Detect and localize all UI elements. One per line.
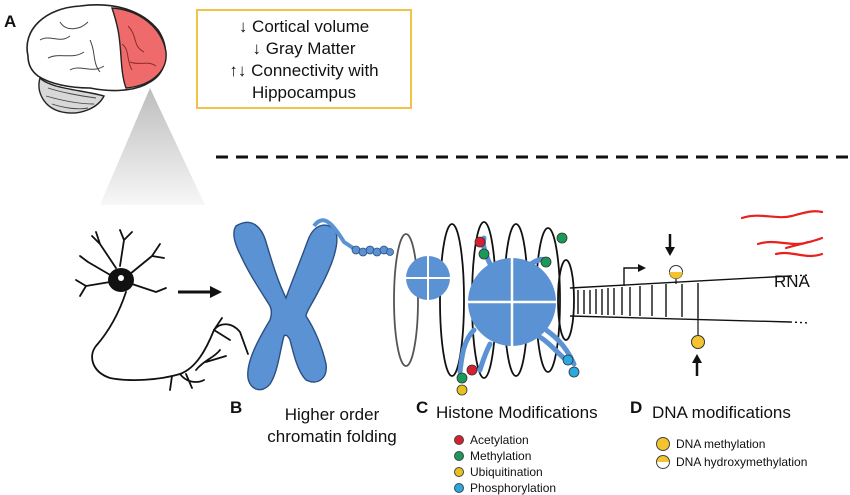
brain-icon [26,4,167,114]
transcription-start-arrow [623,267,640,286]
up-arrow-icon [692,354,702,376]
box-line-cortical-volume: ↓ Cortical volume [238,17,370,36]
panel-c-title: Histone Modifications [436,403,598,422]
chromatin-beads [351,245,394,257]
legend-item-dna-hydroxymethylation: DNA hydroxymethylation [656,455,807,469]
panel-b-title-line-1: Higher order [284,405,380,424]
dna-hydroxymethylation-dot-icon [656,455,670,469]
box-line-gray-matter: ↓ Gray Matter [252,39,356,58]
methylation-dot-icon [454,451,464,461]
neuron-icon [75,229,249,391]
legend-item-acetylation: Acetylation [454,433,529,447]
projection-beam [100,88,205,205]
rna-label: RNA [774,272,810,291]
dna-methylation-dot-icon [656,437,670,451]
panel-b-title: Higher order chromatin folding [262,404,402,448]
chromosome-icon [233,221,338,391]
rna-strands [740,210,824,258]
panel-letter-c: C [416,398,429,417]
phosphorylation-dot-icon [454,483,464,493]
hydroxymethylation-mark-icon [669,265,683,279]
ubiquitination-dot-icon [454,467,464,477]
brain-findings-box: ↓ Cortical volume ↓ Gray Matter ↑↓ Conne… [196,9,412,109]
nucleosome-small [406,256,450,300]
down-arrow-icon [665,234,675,256]
panel-letter-a: A [4,12,17,31]
histone-marks [456,232,580,396]
panel-b-title-line-2: chromatin folding [267,427,397,446]
panel-letter-b: B [230,398,243,417]
acetylation-dot-icon [454,435,464,445]
legend-item-dna-methylation: DNA methylation [656,437,765,451]
methylation-mark-icon [691,335,705,349]
legend-item-ubiquitination: Ubiquitination [454,465,543,479]
chromatin-fiber [312,218,358,252]
panel-d-title: DNA modifications [652,403,791,422]
nucleosome-large [468,258,556,346]
dna-ladder [569,274,811,324]
box-line-hippocampus: Hippocampus [252,83,356,102]
box-line-connectivity: ↑↓ Connectivity with [229,61,379,80]
legend-item-methylation: Methylation [454,449,531,463]
panel-letter-d: D [630,398,643,417]
